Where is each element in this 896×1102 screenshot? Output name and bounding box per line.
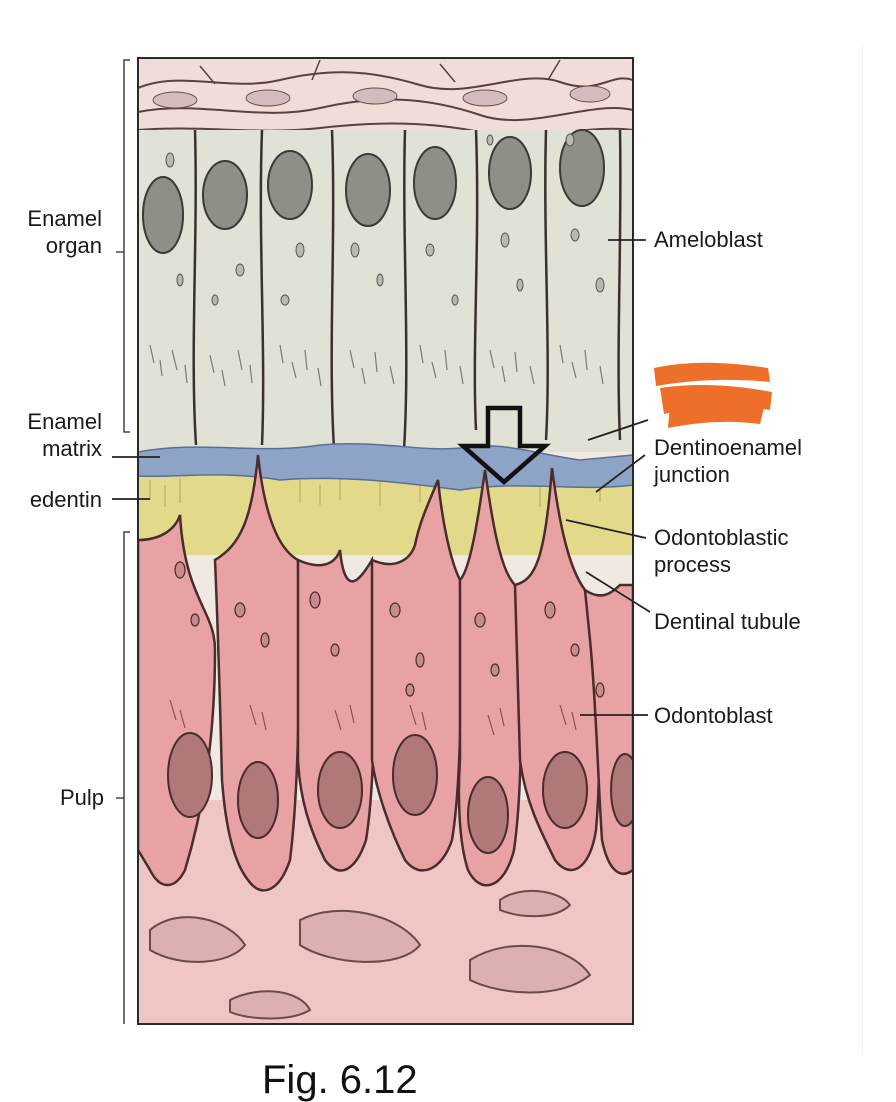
edge-divider <box>862 44 863 1054</box>
label-enamel-organ-line1: Enamel <box>27 206 102 231</box>
label-enamel-matrix-line1: Enamel <box>27 409 102 434</box>
label-dentinoenamel-line2: junction <box>654 462 730 487</box>
label-dentinoenamel-junction: Dentinoenamel junction <box>654 434 802 488</box>
label-odontoblast: Odontoblast <box>654 703 773 728</box>
label-predentin: edentin <box>29 487 102 512</box>
label-odontoblastic-process: Odontoblastic process <box>654 524 789 578</box>
label-odontoblastic-line2: process <box>654 552 732 577</box>
pulp-cells <box>149 889 592 1020</box>
label-dentinal-tubule: Dentinal tubule <box>654 609 801 634</box>
panel-border <box>137 57 634 1025</box>
figure-caption: Fig. 6.12 <box>262 1058 418 1102</box>
label-enamel-matrix-line2: matrix <box>42 436 102 461</box>
left-brackets <box>116 59 130 1024</box>
leader-lines <box>112 239 651 716</box>
label-enamel-organ-line2: organ <box>45 233 102 258</box>
label-pulp: Pulp <box>59 785 104 810</box>
hollow-down-arrow-icon <box>457 405 551 485</box>
ameloblast-layer <box>138 129 633 452</box>
label-odontoblastic-line1: Odontoblastic <box>654 525 789 550</box>
label-ameloblast: Ameloblast <box>654 227 763 252</box>
redaction-scribble-icon <box>654 362 772 428</box>
label-enamel-organ: Enamel organ <box>0 205 102 259</box>
label-dentinoenamel-line1: Dentinoenamel <box>654 435 802 460</box>
label-enamel-matrix: Enamel matrix <box>0 408 102 462</box>
